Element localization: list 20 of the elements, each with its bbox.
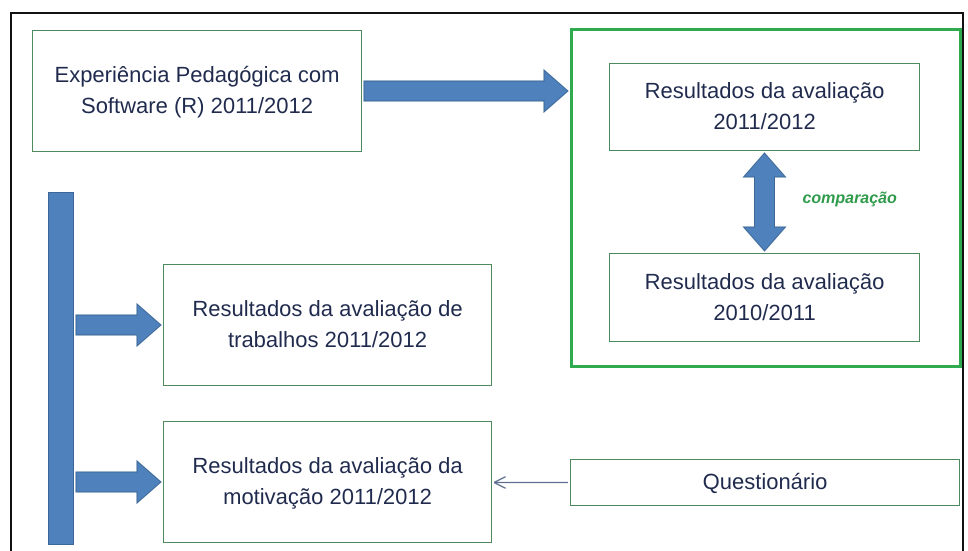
- box-text: Resultados da avaliação 2010/2011: [644, 268, 886, 326]
- text-box: [32, 30, 362, 152]
- box-text: Experiência Pedagógica com Software (R) 2011/2012: [54, 61, 340, 120]
- text-box: [163, 264, 492, 386]
- block-arrow: [76, 302, 162, 348]
- text-box: [609, 63, 920, 151]
- box-text: Resultados da avaliação 2011/2012: [644, 77, 886, 136]
- edge-label: comparação: [800, 190, 899, 208]
- box-text: Resultados da avaliação de trabalhos 2011/2012: [191, 295, 464, 354]
- block-arrow: [76, 460, 162, 504]
- arrow: [493, 476, 568, 490]
- text-box: [609, 253, 920, 342]
- text-box: [163, 421, 492, 543]
- group-frame: [570, 28, 962, 368]
- box-text: Resultados da avaliação da motivação 2011/2012: [191, 452, 464, 511]
- block-arrow: [364, 68, 569, 114]
- vertical-bar: [48, 192, 74, 545]
- text-box: [570, 459, 960, 506]
- box-text: Questionário: [702, 468, 828, 496]
- double-block-arrow: [742, 152, 787, 252]
